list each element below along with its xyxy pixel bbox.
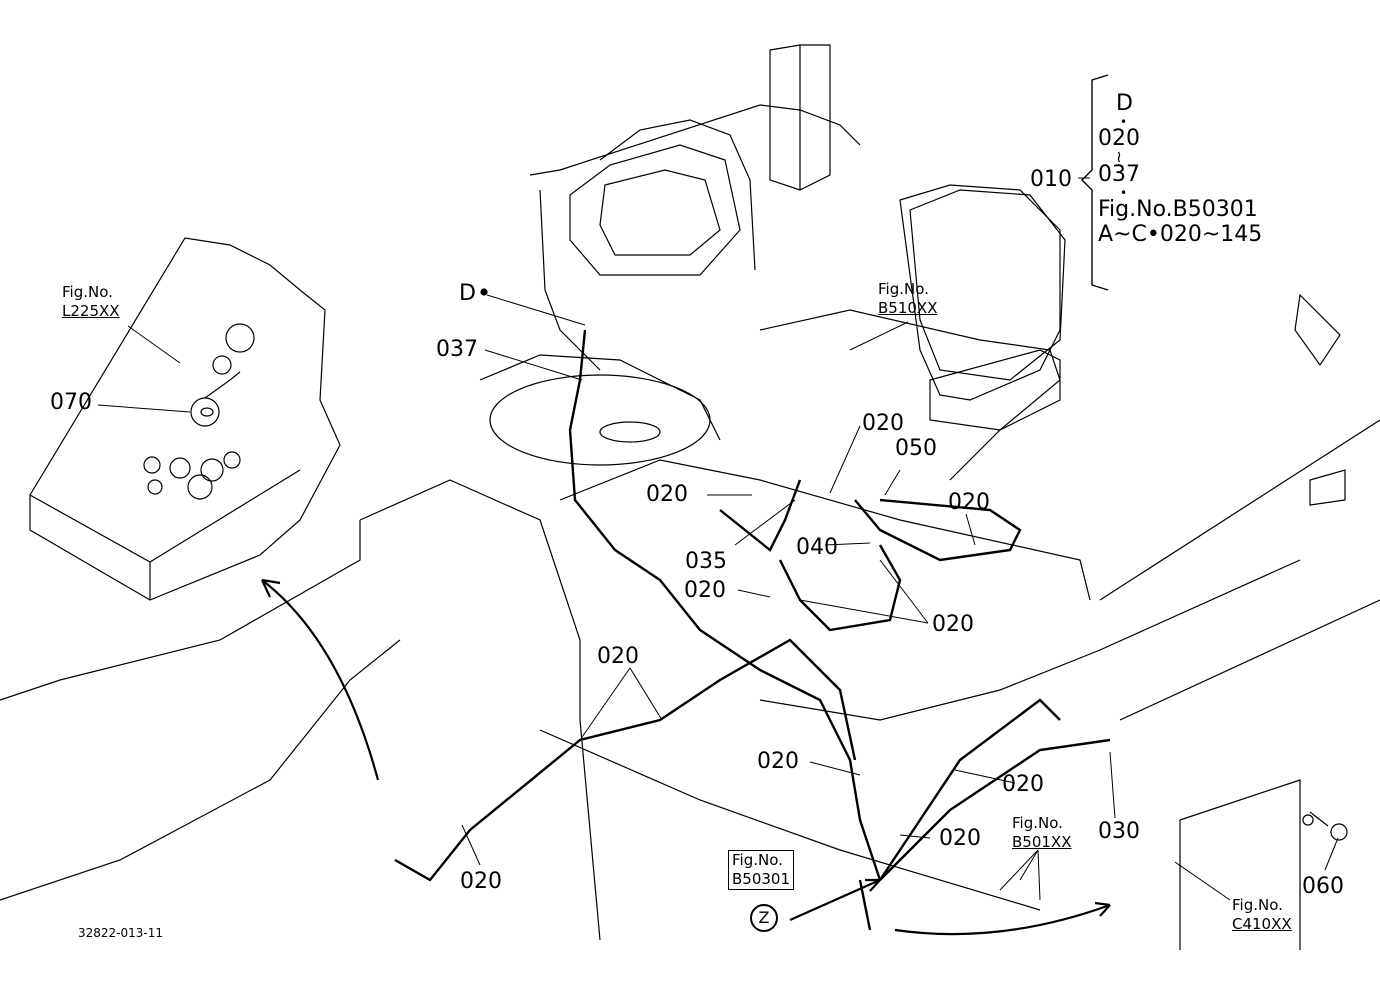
legend-line: Fig.No.B50301 bbox=[1098, 196, 1258, 222]
part-label-010: 010 bbox=[1030, 167, 1072, 192]
figure-reference-title: Fig.No. bbox=[62, 283, 113, 301]
part-label-030: 030 bbox=[1098, 819, 1140, 844]
figure-reference-b510xx: Fig.No. B510XX bbox=[878, 280, 937, 318]
tractor-body-drawing bbox=[0, 44, 1380, 950]
legend-dot: • bbox=[1120, 185, 1128, 200]
figure-reference-title: Fig.No. bbox=[1012, 814, 1063, 832]
bolt-drawing bbox=[1302, 811, 1348, 841]
figure-reference-number: B510XX bbox=[878, 298, 938, 317]
figure-reference-number: B501XX bbox=[1012, 832, 1072, 851]
floor-plate-drawing bbox=[29, 237, 341, 601]
view-marker-circle: Z bbox=[750, 904, 778, 932]
wire-harness bbox=[394, 329, 1111, 931]
assembly-legend: D • 020 ≀ 037 • Fig.No.B50301 A~C•020~14… bbox=[1098, 91, 1263, 247]
figure-reference-l225xx: Fig.No. L225XX bbox=[62, 283, 120, 321]
leader-lines bbox=[97, 177, 1339, 901]
figure-reference-title: Fig.No. bbox=[1232, 896, 1283, 914]
legend-bracket bbox=[1081, 74, 1109, 291]
figure-reference-number: B50301 bbox=[732, 869, 791, 888]
legend-tilde: ≀ bbox=[1116, 147, 1122, 167]
part-label-060: 060 bbox=[1302, 874, 1344, 899]
part-label-050: 050 bbox=[895, 436, 937, 461]
reference-dot bbox=[480, 288, 488, 296]
legend-dot: • bbox=[1120, 114, 1128, 129]
part-label-020: 020 bbox=[460, 869, 502, 894]
part-label-020: 020 bbox=[1002, 772, 1044, 797]
part-label-020: 020 bbox=[684, 578, 726, 603]
part-label-020: 020 bbox=[597, 644, 639, 669]
part-label-020: 020 bbox=[939, 826, 981, 851]
legend-line: A~C•020~145 bbox=[1098, 221, 1263, 247]
part-label-020: 020 bbox=[948, 490, 990, 515]
legend-line: D bbox=[1116, 91, 1133, 116]
part-label-020: 020 bbox=[757, 749, 799, 774]
figure-reference-title: Fig.No. bbox=[732, 851, 783, 869]
part-label-020: 020 bbox=[862, 411, 904, 436]
figure-reference-title: Fig.No. bbox=[878, 280, 929, 298]
figure-reference-number: L225XX bbox=[62, 301, 120, 320]
legend-line: 020 bbox=[1098, 125, 1140, 151]
operator-seat-drawing bbox=[909, 189, 1066, 431]
steering-wheel-drawing bbox=[489, 374, 711, 466]
figure-reference-b501xx: Fig.No. B501XX bbox=[1012, 814, 1071, 852]
part-label-070: 070 bbox=[50, 390, 92, 415]
part-label-d: D bbox=[459, 281, 476, 306]
part-label-020: 020 bbox=[646, 482, 688, 507]
flow-arrows bbox=[261, 578, 1111, 936]
legend-line: 037 bbox=[1098, 162, 1140, 188]
part-label-035: 035 bbox=[685, 549, 727, 574]
part-label-040: 040 bbox=[796, 535, 838, 560]
figure-reference-number: C410XX bbox=[1232, 914, 1292, 933]
figure-reference-c410xx: Fig.No. C410XX bbox=[1232, 896, 1292, 934]
part-label-037: 037 bbox=[436, 337, 478, 362]
drawing-number: 32822-013-11 bbox=[78, 926, 164, 940]
part-label-020: 020 bbox=[932, 612, 974, 637]
figure-reference-b50301: Fig.No. B50301 bbox=[728, 850, 795, 890]
